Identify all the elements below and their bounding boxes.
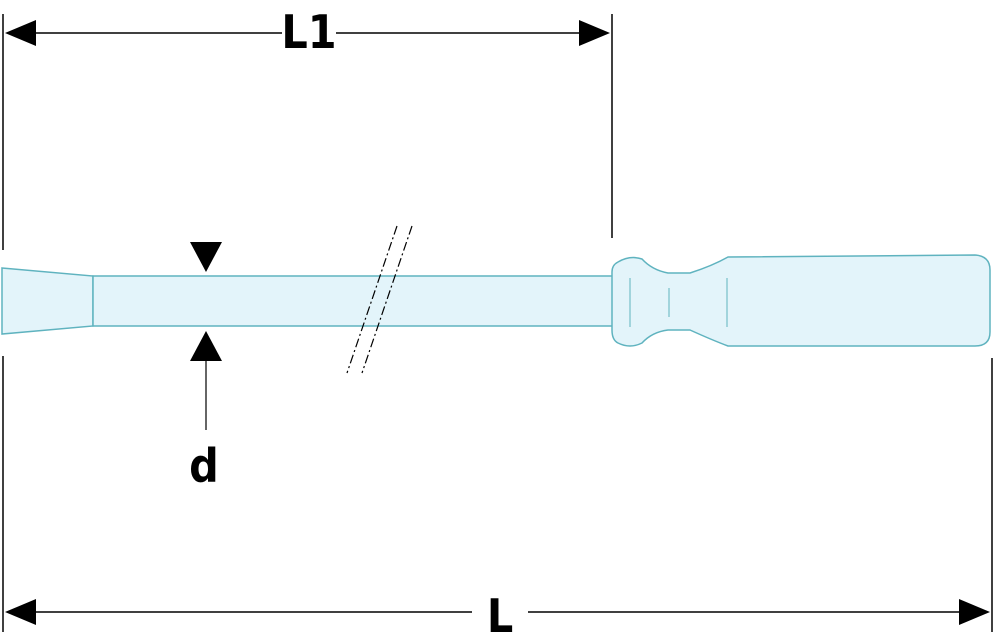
- l1-dimension: L1: [5, 5, 610, 59]
- arrow-right-icon: [579, 20, 610, 46]
- l1-label: L1: [281, 5, 336, 59]
- arrow-up-icon: [190, 331, 222, 361]
- l-dimension: L: [5, 589, 990, 637]
- arrow-right-icon: [959, 599, 990, 625]
- blade-tip: [1, 267, 94, 335]
- shaft: [92, 275, 616, 327]
- d-label: d: [189, 439, 219, 493]
- break-lines: [346, 225, 413, 374]
- arrow-left-icon: [5, 20, 36, 46]
- arrow-left-icon: [5, 599, 36, 625]
- screwdriver: [1, 254, 991, 347]
- d-dimension: d: [189, 242, 222, 493]
- extension-lines: [2, 14, 993, 632]
- arrow-down-icon: [190, 242, 222, 272]
- handle: [611, 254, 991, 347]
- l-label: L: [487, 589, 513, 637]
